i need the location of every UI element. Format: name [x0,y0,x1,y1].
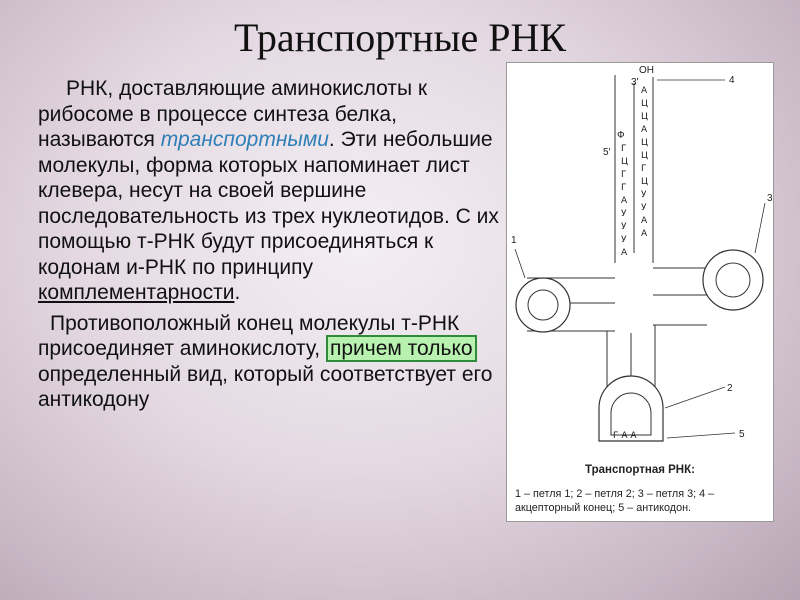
anticodon-letters: Г А А [613,431,637,441]
highlighted-phrase: причем только [325,335,477,362]
label-2: 2 [727,383,733,394]
side-arms-outline [527,267,707,332]
label-1: 1 [511,235,517,246]
slide-title: Транспортные РНК [233,15,567,60]
paragraph-1-text-b: . Эти небольшие молекулы, форма которых … [38,128,499,279]
figure-title: Транспортная РНК: [585,464,695,476]
acceptor-stem-outline [614,75,654,263]
label-4: 4 [729,75,735,86]
paragraph-1-end: . [234,281,241,304]
five-prime-label: 5' [603,147,611,158]
label-5: 5 [739,429,745,440]
paragraph-1: РНК, доставляющие аминокислоты к рибосом… [38,76,508,306]
term-transport: транспортными [160,128,329,151]
three-prime-label: 3' [631,77,639,88]
paragraph-2-text-a: Противоположный конец молекулы т-РНК при… [38,311,460,361]
f-label: Ф [617,130,625,141]
paragraph-2-text-b: определенный вид, который соответствует … [38,362,493,412]
paragraph-2: Противоположный конец молекулы т-РНК при… [38,311,508,413]
oh-label: OH [639,65,654,76]
label-3: 3 [767,193,773,204]
figure-caption: 1 – петля 1; 2 – петля 2; 3 – петля 3; 4… [515,488,715,514]
term-complementarity: комплементарности [38,281,235,304]
body-text: РНК, доставляющие аминокислоты к рибосом… [38,76,508,413]
paragraph-1-text-a: РНК, доставляющие аминокислоты к рибосом… [38,77,428,151]
